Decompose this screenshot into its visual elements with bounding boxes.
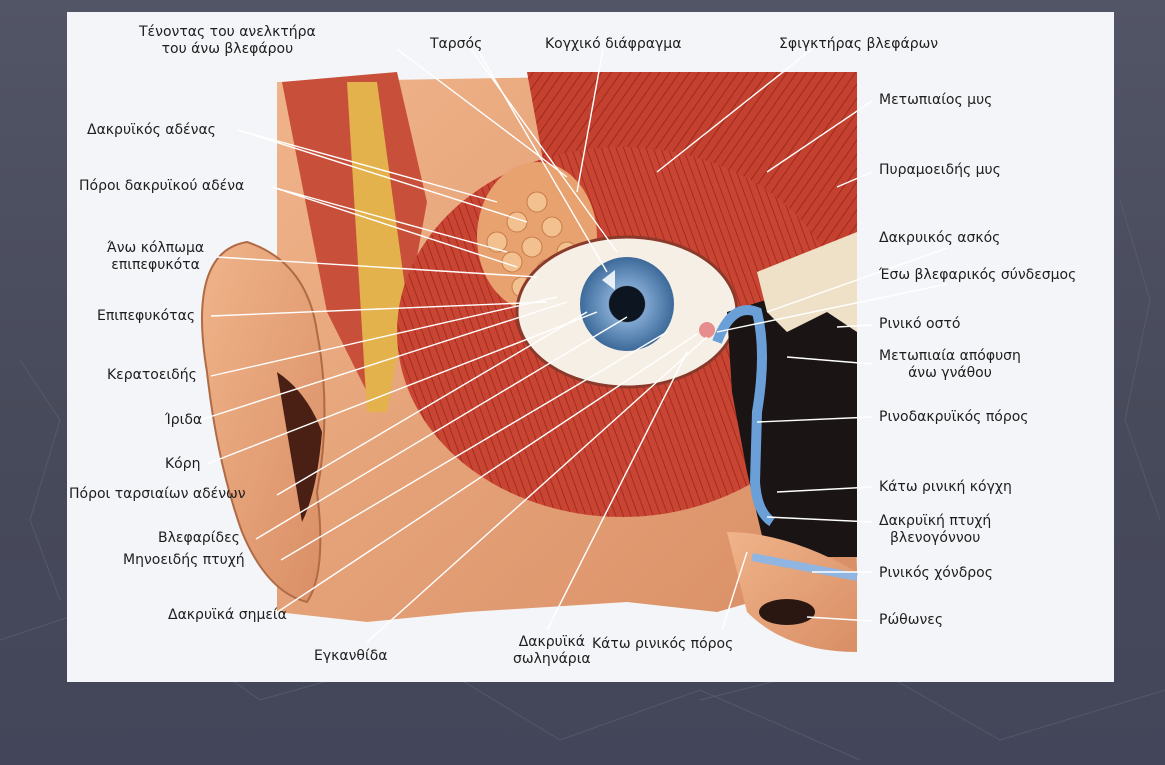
label-semilunar-fold: Μηνοειδής πτυχή	[123, 552, 245, 569]
label-conjunctiva: Επιπεφυκότας	[97, 308, 195, 325]
label-tendon-levator: Τένοντας του ανελκτήρα του άνω βλεφάρου	[139, 24, 316, 58]
label-upper-fornix-line2: επιπεφυκότα	[107, 257, 204, 274]
label-lacrimal-fold-line2: βλενογόννου	[879, 530, 991, 547]
label-orbicularis: Σφιγκτήρας βλεφάρων	[779, 36, 938, 53]
label-lacrimal-fold-line1: Δακρυϊκή πτυχή	[879, 513, 991, 530]
label-inferior-concha: Κάτω ρινική κόγχη	[879, 479, 1012, 496]
label-canaliculi-line1: Δακρυϊκά	[513, 634, 591, 651]
label-nasal-bone: Ρινικό οστό	[879, 316, 960, 333]
label-cornea: Κερατοειδής	[107, 367, 197, 384]
label-caruncle: Εγκανθίδα	[314, 648, 388, 665]
label-procerus: Πυραμοειδής μυς	[879, 162, 1001, 179]
label-nasolacrimal-duct: Ρινοδακρυϊκός πόρος	[879, 409, 1028, 426]
label-lacrimal-gland: Δακρυϊκός αδένας	[87, 122, 216, 139]
label-canaliculi: Δακρυϊκά σωληνάρια	[513, 634, 591, 668]
anatomy-figure: Τένοντας του ανελκτήρα του άνω βλεφάρου …	[67, 12, 1114, 682]
label-orbital-septum: Κογχικό διάφραγμα	[545, 36, 681, 53]
label-frontalis: Μετωπιαίος μυς	[879, 92, 992, 109]
label-lacrimal-fold: Δακρυϊκή πτυχή βλενογόννου	[879, 513, 991, 547]
label-eyelashes: Βλεφαρίδες	[158, 530, 240, 547]
label-tendon-levator-line2: του άνω βλεφάρου	[139, 41, 316, 58]
label-inferior-meatus: Κάτω ρινικός πόρος	[592, 636, 733, 653]
label-pupil: Κόρη	[165, 456, 201, 473]
label-tendon-levator-line1: Τένοντας του ανελκτήρα	[139, 24, 316, 41]
label-lacrimal-sac: Δακρυικός ασκός	[879, 230, 1000, 247]
label-tarsal-gland-ducts: Πόροι ταρσιαίων αδένων	[69, 486, 246, 503]
label-canaliculi-line2: σωληνάρια	[513, 651, 591, 668]
label-frontal-process-line1: Μετωπιαία απόφυση	[879, 348, 1021, 365]
label-nostrils: Ρώθωνες	[879, 612, 943, 629]
label-frontal-process-line2: άνω γνάθου	[879, 365, 1021, 382]
label-upper-fornix-line1: Άνω κόλπωμα	[107, 240, 204, 257]
label-medial-palpebral-ligament: Έσω βλεφαρικός σύνδεσμος	[879, 267, 1076, 284]
label-tarsus: Ταρσός	[430, 36, 482, 53]
label-puncta: Δακρυϊκά σημεία	[168, 607, 287, 624]
label-lacrimal-gland-ducts: Πόροι δακρυϊκού αδένα	[79, 178, 244, 195]
label-iris: Ίριδα	[165, 412, 202, 429]
label-frontal-process: Μετωπιαία απόφυση άνω γνάθου	[879, 348, 1021, 382]
label-upper-fornix: Άνω κόλπωμα επιπεφυκότα	[107, 240, 204, 274]
label-nasal-cartilage: Ρινικός χόνδρος	[879, 565, 993, 582]
